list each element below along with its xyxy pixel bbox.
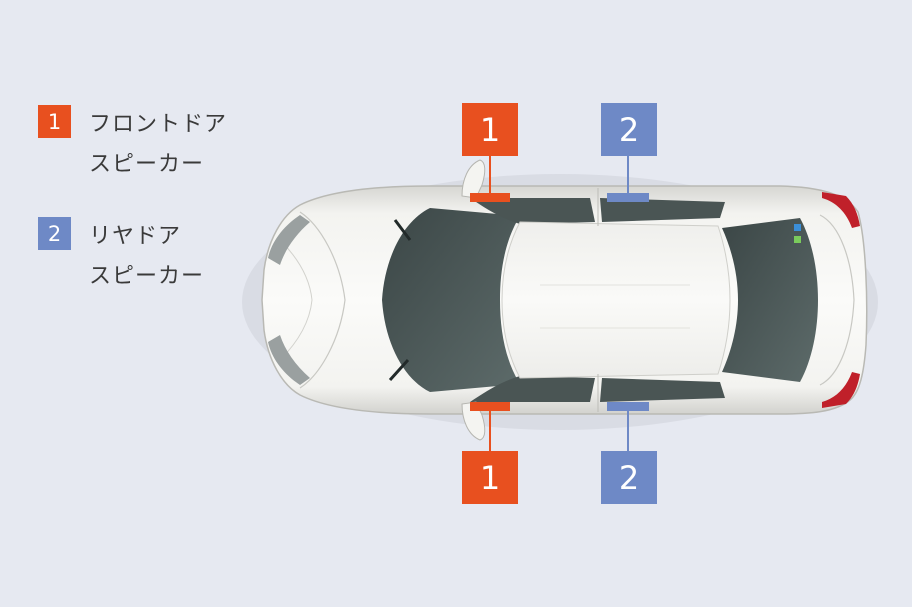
left-mirror (461, 159, 486, 199)
front-door-speaker-top (470, 156, 510, 202)
legend-item-rear-door-speaker: 2 リヤドア スピーカー (38, 217, 204, 297)
hood-line (279, 239, 313, 361)
rear-window (722, 218, 818, 382)
rear-door-speaker-top (607, 156, 649, 202)
rear-door-speaker-bottom (607, 402, 649, 452)
callout-front-door-top: 1 (462, 103, 518, 156)
car-roof (501, 221, 731, 379)
right-tail-light (822, 372, 860, 408)
rear-window-left (600, 198, 725, 222)
legend-badge-rear: 2 (38, 217, 71, 250)
callout-rear-door-bottom: 2 (601, 451, 657, 504)
left-tail-light (822, 192, 860, 228)
legend-item-front-door-speaker: 1 フロントドア スピーカー (38, 105, 227, 185)
front-door-speaker-bottom (470, 402, 510, 452)
hood-crease (299, 211, 346, 389)
legend-label-front: フロントドア スピーカー (89, 105, 227, 185)
windshield (382, 208, 520, 392)
left-headlight (268, 215, 310, 265)
front-window-right (470, 376, 595, 402)
rear-window-right (600, 378, 725, 402)
right-headlight (268, 335, 310, 385)
legend-label-front-line2: スピーカー (89, 152, 205, 177)
rear-sticker-icon (794, 236, 801, 243)
legend-label-rear: リヤドア スピーカー (89, 217, 204, 297)
trunk-line (819, 214, 855, 386)
front-window-left (470, 198, 595, 224)
wipers (388, 219, 412, 382)
legend-label-front-line1: フロントドア (89, 112, 228, 137)
legend-badge-front: 1 (38, 105, 71, 138)
legend-label-rear-line2: スピーカー (89, 264, 205, 289)
legend-label-rear-line1: リヤドア (89, 224, 182, 249)
rear-sticker-icon (794, 224, 801, 231)
right-mirror (461, 401, 486, 441)
callout-front-door-bottom: 1 (462, 451, 518, 504)
callout-rear-door-top: 2 (601, 103, 657, 156)
